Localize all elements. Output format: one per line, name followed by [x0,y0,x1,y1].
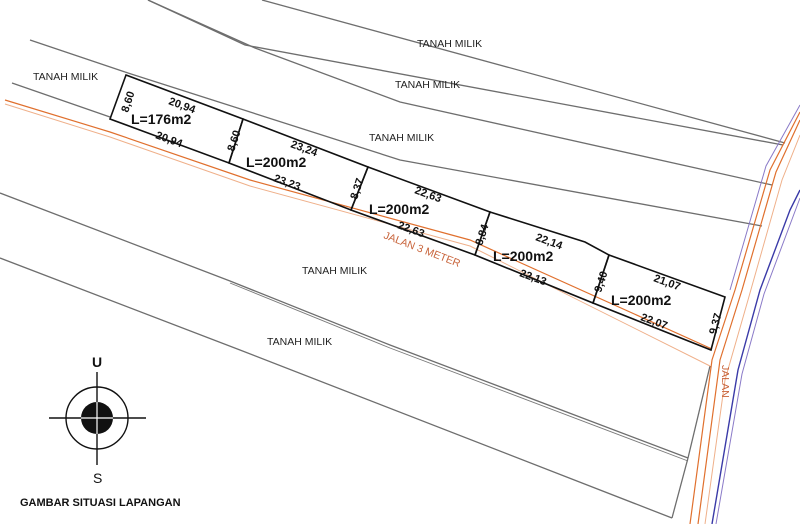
main-road-line-1 [689,111,800,524]
plot-2-labels: L=200m2 23,24 23,23 8,60 8,37 [225,129,366,201]
main-road-line-5 [711,189,800,524]
neighbor-labels: TANAH MILIK TANAH MILIK TANAH MILIK TANA… [33,38,482,348]
plot-3-area: L=200m2 [369,201,430,217]
boundary-line-2b [124,71,763,227]
boundary-line-top [261,0,786,144]
drawing-title: GAMBAR SITUASI LAPANGAN [20,497,181,509]
compass-icon [49,372,146,465]
plots [108,73,726,352]
plot-2-left: 8,60 [225,129,243,153]
boundary-line-4b [229,282,689,462]
main-road-line-2 [697,119,800,524]
plot-2-area: L=200m2 [246,154,307,170]
plot-5-top: 21,07 [652,273,682,294]
plot-4-right: 9,40 [592,270,610,294]
boundary-road-edge-1 [687,365,711,459]
plot-3-right: 8,84 [473,222,491,247]
plot-5-labels: L=200m2 21,07 22,07 9,37 [611,273,724,336]
boundary-line-5 [0,257,673,519]
compass-north-label: U [92,354,102,370]
neighbor-label-3: TANAH MILIK [33,71,98,83]
boundary-line-4 [0,192,689,459]
plot-4-labels: L=200m2 22,14 22,13 9,40 [493,232,610,294]
neighbor-label-1: TANAH MILIK [417,38,482,50]
plot-5-area: L=200m2 [611,292,672,308]
plot-4-area: L=200m2 [493,248,554,264]
neighbor-label-6: TANAH MILIK [267,336,332,348]
small-road [4,99,713,367]
main-road-line-3 [729,104,800,291]
main-road-line-4 [704,134,800,524]
main-road-line-6 [715,197,800,524]
main-road [689,104,800,524]
plot-2-right: 8,37 [348,177,366,201]
small-road-edge-top [4,99,713,350]
main-road-label: JALAN [719,365,731,398]
plot-5-right: 9,37 [707,312,724,336]
plot-5-bottom: 22,07 [639,312,669,333]
boundary-road-edge-2 [671,457,689,519]
boundary-line-2 [29,39,126,73]
neighbor-boundaries [0,0,786,519]
plot-1-labels: L=176m2 20,94 20,94 8,60 [119,90,197,151]
plot-1-bottom: 20,94 [154,130,185,151]
plot-4-bottom: 22,13 [518,268,548,289]
plot-1-area: L=176m2 [131,111,192,127]
neighbor-label-4: TANAH MILIK [369,132,434,144]
boundary-line-1b [147,0,773,186]
boundary-line-1 [147,0,784,146]
compass-south-label: S [93,470,102,486]
boundary-line-3 [11,82,111,118]
neighbor-label-2: TANAH MILIK [395,79,460,91]
plot-5 [592,253,726,352]
neighbor-label-5: TANAH MILIK [302,265,367,277]
